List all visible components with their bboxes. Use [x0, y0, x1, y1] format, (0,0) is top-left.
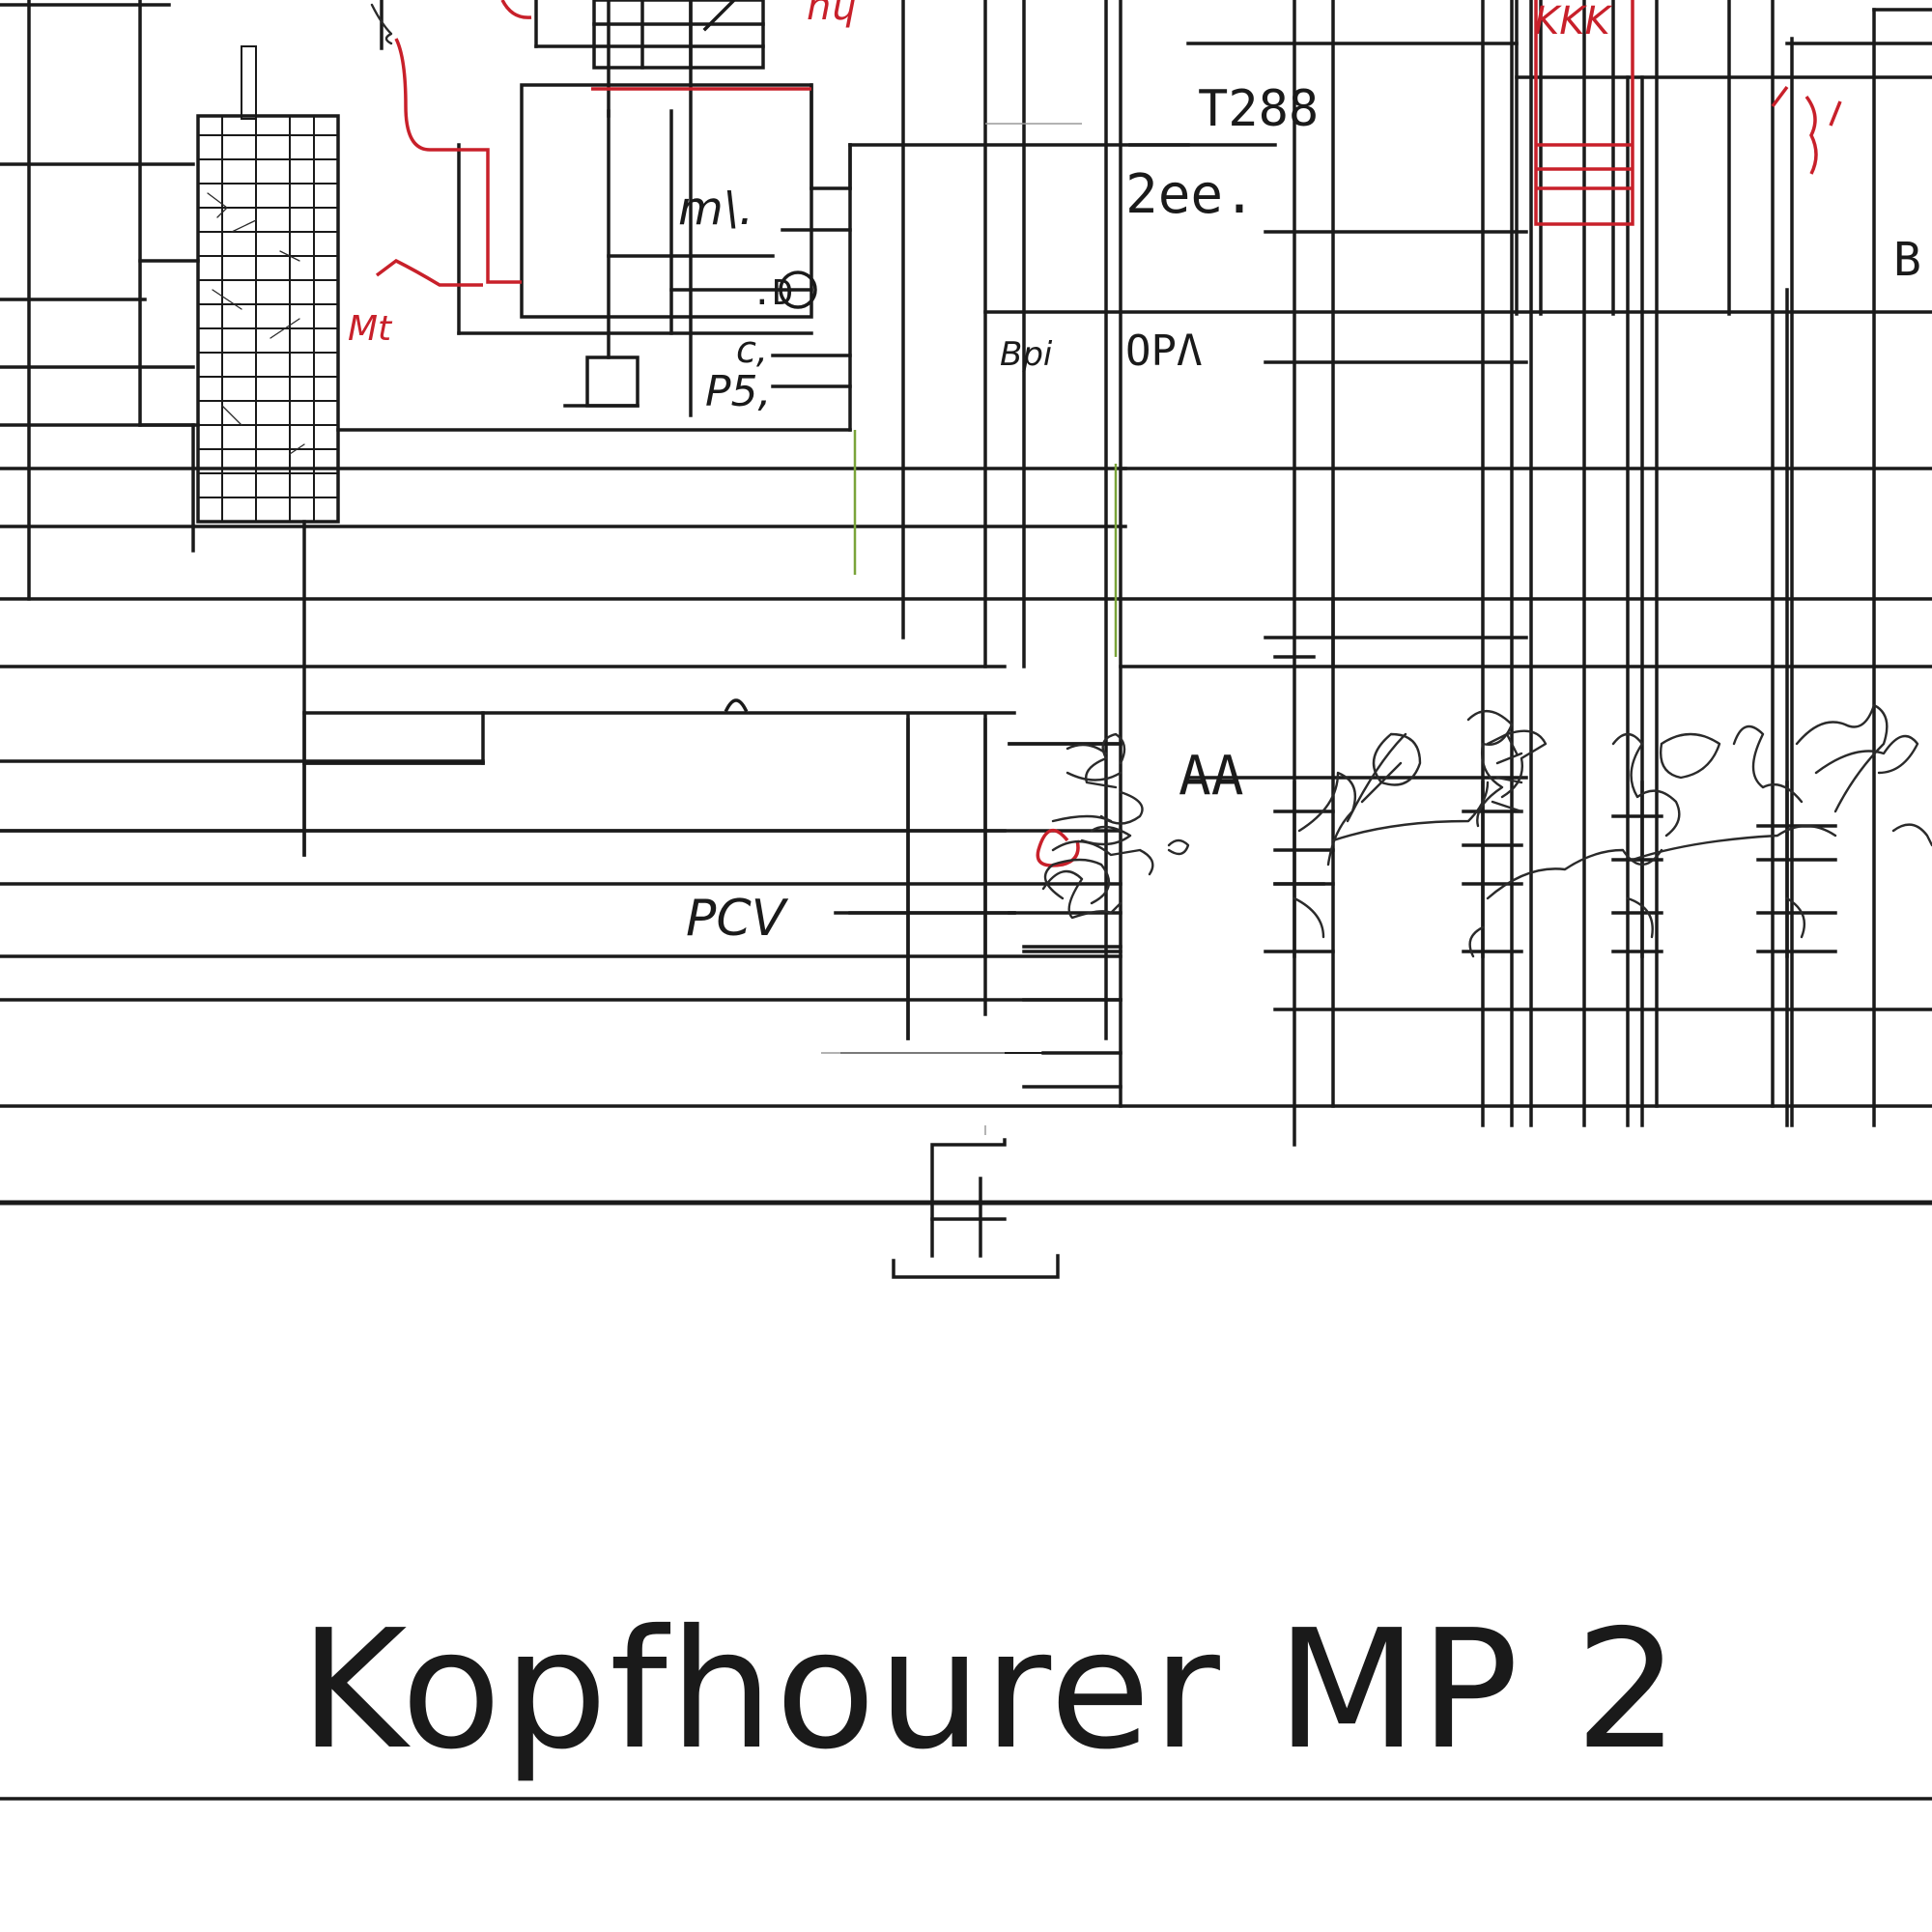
label-pcv: PCV	[686, 890, 789, 948]
label-t288: T288	[1198, 80, 1319, 138]
red-label-top-right: KKK	[1534, 0, 1612, 43]
green-traces	[821, 123, 1118, 1054]
top-subassembly	[370, 0, 852, 408]
red-label-top-left: hɥ	[807, 0, 856, 29]
component-cluster	[1041, 703, 1932, 958]
diagram-title: Kopfhourer MP 2	[299, 1595, 1681, 1786]
red-label-mid-left: Mt	[348, 309, 393, 349]
label-m: m\.	[678, 182, 753, 236]
horizontal-wires	[0, 3, 1932, 1801]
stacked-module	[138, 45, 852, 528]
label-2ee: 2ee.	[1125, 163, 1256, 226]
ground-symbol-icon	[892, 1125, 1060, 1279]
label-opa: OPΛ	[1125, 327, 1202, 376]
labels: T288 2ee. m\. OPΛ Bpi c, P5, .D PCV AA B…	[348, 0, 1921, 948]
label-bpi: Bpi	[1000, 335, 1053, 374]
label-c1: c,	[736, 328, 768, 371]
label-b: B	[1893, 233, 1921, 287]
label-d: .D	[752, 273, 793, 313]
red-annotations	[375, 0, 1842, 867]
label-aa: AA	[1179, 745, 1243, 808]
label-p5: P5,	[705, 367, 772, 416]
bus-box	[302, 698, 1122, 1040]
